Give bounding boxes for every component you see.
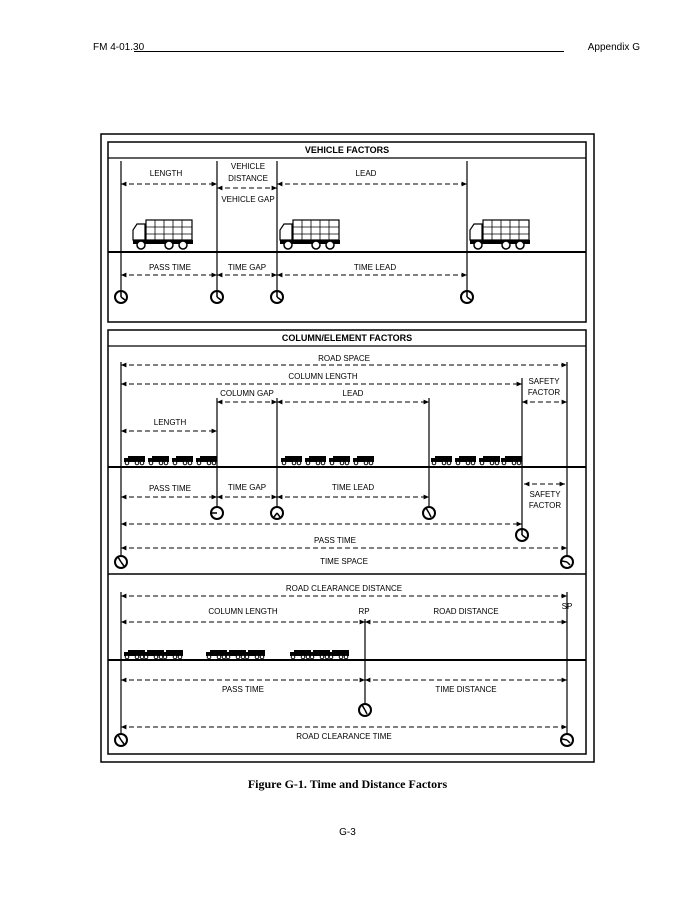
truck-column-icon <box>123 455 218 466</box>
vehicle-length-label: LENGTH <box>150 169 183 178</box>
clock-icon <box>358 703 372 717</box>
page-number: G-3 <box>339 827 356 838</box>
road-pass-time-label: PASS TIME <box>222 685 264 694</box>
figure-caption: Figure G-1. Time and Distance Factors <box>247 777 448 791</box>
column-gap-label: COLUMN GAP <box>220 389 274 398</box>
clock-icon <box>270 290 284 304</box>
column-length-short-label: LENGTH <box>154 418 187 427</box>
column-factors-title: COLUMN/ELEMENT FACTORS <box>282 333 412 343</box>
column-time-lead-label: TIME LEAD <box>332 483 374 492</box>
truck-icon <box>132 219 194 250</box>
road-clearance-distance-label: ROAD CLEARANCE DISTANCE <box>286 584 402 593</box>
header-left: FM 4-01.30 <box>93 42 145 53</box>
clock-icon <box>114 733 128 747</box>
clock-icon <box>114 555 128 569</box>
clock-icon <box>270 506 284 520</box>
vehicle-factors-title: VEHICLE FACTORS <box>305 145 389 155</box>
vehicle-distance-label-2: DISTANCE <box>228 174 268 183</box>
header-rule <box>134 51 564 52</box>
safety-factor-b-label-2: FACTOR <box>529 501 562 510</box>
vehicle-time-gap-label: TIME GAP <box>228 263 266 272</box>
vehicle-gap-label: VEHICLE GAP <box>221 195 274 204</box>
truck-column-icon <box>123 649 184 660</box>
header-right: Appendix G <box>587 42 640 53</box>
rp-label: RP <box>358 607 369 616</box>
clock-icon <box>114 290 128 304</box>
vehicle-pass-time-label: PASS TIME <box>149 263 191 272</box>
sp-label: SP <box>562 602 573 611</box>
safety-factor-b-label-1: SAFETY <box>529 490 561 499</box>
truck-column-icon <box>289 649 350 660</box>
time-distance-label: TIME DISTANCE <box>435 685 496 694</box>
truck-column-icon <box>430 455 523 466</box>
column-factors-panel: COLUMN/ELEMENT FACTORS ROAD SPACE COLUMN… <box>107 329 587 755</box>
vehicle-lead-label: LEAD <box>356 169 377 178</box>
column-pass-time-label: PASS TIME <box>149 484 191 493</box>
road-space-label: ROAD SPACE <box>318 354 370 363</box>
road-clearance-time-label: ROAD CLEARANCE TIME <box>296 732 391 741</box>
column-lead-label: LEAD <box>343 389 364 398</box>
road-distance-label: ROAD DISTANCE <box>433 607 498 616</box>
clock-icon <box>460 290 474 304</box>
truck-column-icon <box>205 649 266 660</box>
figure-frame <box>100 133 595 763</box>
clock-icon <box>210 506 224 520</box>
vehicle-time-lead-label: TIME LEAD <box>354 263 396 272</box>
clock-icon <box>210 290 224 304</box>
vehicle-distance-label-1: VEHICLE <box>231 162 265 171</box>
clock-icon <box>560 555 574 569</box>
truck-icon <box>279 219 341 250</box>
clock-icon <box>560 733 574 747</box>
safety-factor-label-2: FACTOR <box>528 388 561 397</box>
road-clearance-panel: ROAD CLEARANCE DISTANCE COLUMN LENGTH RP… <box>108 584 586 747</box>
clock-icon <box>422 506 436 520</box>
time-space-label: TIME SPACE <box>320 557 368 566</box>
column-pass-time-2-label: PASS TIME <box>314 536 356 545</box>
safety-factor-label-1: SAFETY <box>528 377 560 386</box>
column-length-label: COLUMN LENGTH <box>288 372 358 381</box>
truck-icon <box>469 219 531 250</box>
column-time-gap-label: TIME GAP <box>228 483 266 492</box>
truck-column-icon <box>280 455 375 466</box>
vehicle-factors-panel: VEHICLE FACTORS LENGTH VEHICLE DISTANCE … <box>107 141 587 323</box>
road-column-length-label: COLUMN LENGTH <box>208 607 278 616</box>
clock-icon <box>515 528 529 542</box>
